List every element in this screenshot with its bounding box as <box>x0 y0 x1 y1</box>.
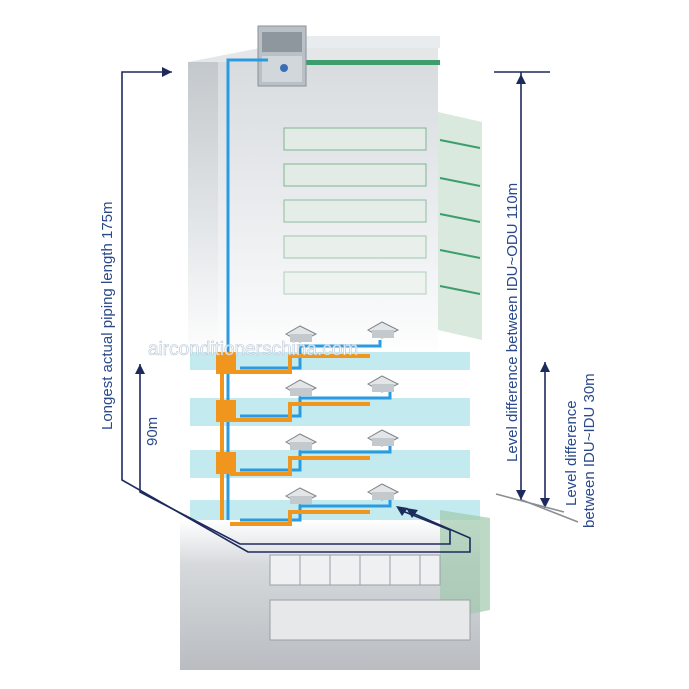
floor-slab-1 <box>190 352 470 370</box>
podium-mullions <box>299 555 421 585</box>
idu-odu-level-label: Level difference between IDU~ODU 110m <box>504 183 521 462</box>
podium-glass <box>440 510 490 620</box>
cassette-unit-icon <box>284 325 318 343</box>
indoor-units <box>284 321 400 505</box>
liquid-piping <box>226 58 392 522</box>
floor-slabs <box>190 352 480 536</box>
cassette-unit-icon <box>366 483 400 501</box>
cassette-unit-icon <box>366 375 400 393</box>
longest-piping-arrow <box>121 67 471 553</box>
glass-facade-lines <box>439 139 481 295</box>
tower-side <box>188 62 218 362</box>
podium <box>180 510 490 670</box>
equivalent-piping-label: 90m <box>144 417 161 446</box>
gas-piping <box>220 354 370 526</box>
odu-unit-icon <box>257 25 307 87</box>
tower-roof <box>188 48 438 62</box>
podium-window-band <box>269 554 441 586</box>
cassette-unit-icon <box>284 379 318 397</box>
cassette-unit-icon <box>284 433 318 451</box>
roof-rail <box>300 60 440 65</box>
podium-body <box>180 520 480 670</box>
tower-window-bands <box>283 127 427 295</box>
cassette-unit-icon <box>284 487 318 505</box>
roof-deck <box>300 36 440 48</box>
equivalent-piping-arrow <box>135 364 451 545</box>
glass-facade <box>438 112 482 340</box>
idu-odu-level-arrow <box>494 71 550 500</box>
watermark: airconditionerschina.com <box>148 339 358 360</box>
idu-idu-level-label-line2: between IDU~IDU 30m <box>581 373 598 528</box>
podium-canopy <box>269 599 471 641</box>
idu-idu-level-label-line1: Level difference <box>563 400 580 506</box>
branch-joint-icon <box>216 352 236 474</box>
cassette-unit-icon <box>366 429 400 447</box>
idu-idu-level-arrow <box>495 362 579 523</box>
longest-piping-label: Longest actual piping length 175m <box>99 201 116 430</box>
cassette-unit-icon <box>366 321 400 339</box>
tower <box>188 36 482 362</box>
